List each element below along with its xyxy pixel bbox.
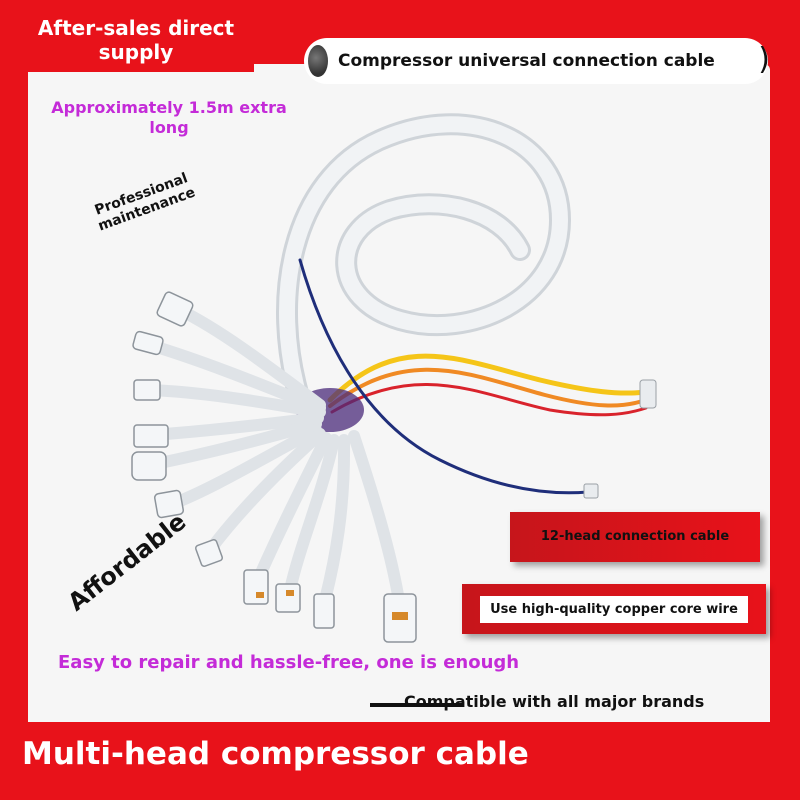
- colored-wires: [298, 258, 649, 495]
- compat-underline: [370, 703, 462, 707]
- connector-right-top: [639, 379, 657, 409]
- length-note: Approximately 1.5m extra long: [51, 98, 287, 137]
- after-sales-label: After-sales direct supply: [18, 8, 254, 72]
- bottom-title: Multi-head compressor cable: [22, 736, 529, 772]
- frame-bottom: [0, 722, 800, 800]
- easy-repair-note: Easy to repair and hassle-free, one is e…: [58, 652, 520, 673]
- copper-core-badge: Use high-quality copper core wire: [462, 584, 766, 634]
- connector-heads: [131, 291, 417, 643]
- compatible-note: Compatible with all major brands: [404, 692, 705, 711]
- top-title: Compressor universal connection cable: [338, 51, 715, 71]
- connector-right-bottom: [583, 483, 599, 499]
- fanout-branches: [144, 304, 404, 606]
- knob-icon: [308, 45, 328, 77]
- connector-pins: [256, 590, 408, 620]
- head-connection-badge: 12-head connection cable: [510, 512, 760, 562]
- frame-right: [770, 0, 800, 800]
- copper-core-label: Use high-quality copper core wire: [480, 595, 748, 623]
- frame-left: [0, 0, 28, 800]
- main-cable-coil: [276, 113, 572, 411]
- closing-paren-icon: ): [758, 42, 770, 77]
- top-title-pill: Compressor universal connection cable ): [304, 38, 770, 84]
